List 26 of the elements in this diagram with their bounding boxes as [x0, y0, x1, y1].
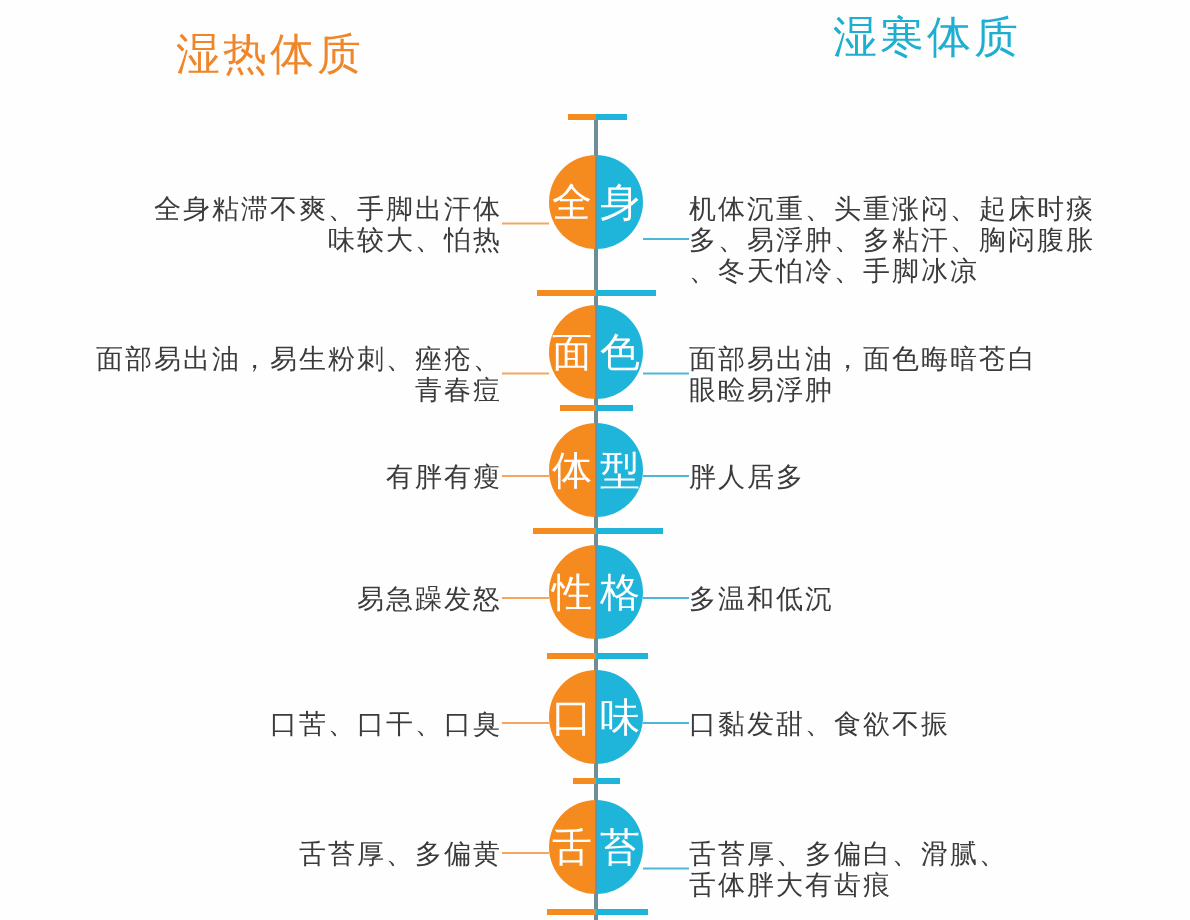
description-text: 舌苔厚、多偏黄 [299, 837, 502, 869]
description-text: 面部易出油，易生粉刺、痤疮、青春痘 [92, 342, 502, 405]
description-text: 口苦、口干、口臭 [270, 707, 502, 739]
description-text: 口黏发甜、食欲不振 [689, 707, 950, 739]
connector-line [642, 867, 690, 870]
description-text: 易急躁发怒 [357, 582, 502, 614]
description-text: 机体沉重、头重涨闷、起床时痰多、易浮肿、多粘汗、胸闷腹胀、冬天怕冷、手脚冰凉 [689, 192, 1099, 286]
connector-line [642, 238, 690, 240]
connector-line [642, 597, 690, 599]
description-text: 胖人居多 [689, 460, 805, 492]
connector-line [501, 372, 550, 375]
connector-line [501, 597, 550, 599]
connector-line [642, 722, 690, 724]
column-heading: 湿热体质 [176, 29, 364, 79]
description-text: 多温和低沉 [689, 582, 834, 614]
connector-line [501, 852, 550, 854]
connector-line [501, 722, 550, 724]
description-text: 舌苔厚、多偏白、滑腻、舌体胖大有齿痕 [689, 837, 1012, 900]
description-text: 有胖有瘦 [386, 460, 502, 492]
connector-line [501, 222, 550, 225]
connector-line [642, 475, 690, 477]
column-heading: 湿寒体质 [833, 12, 1021, 62]
connector-line [642, 372, 690, 375]
description-text: 全身粘滞不爽、手脚出汗体味较大、怕热 [150, 192, 502, 255]
connector-line [501, 475, 550, 477]
description-text: 面部易出油，面色晦暗苍白眼睑易浮肿 [689, 342, 1041, 405]
